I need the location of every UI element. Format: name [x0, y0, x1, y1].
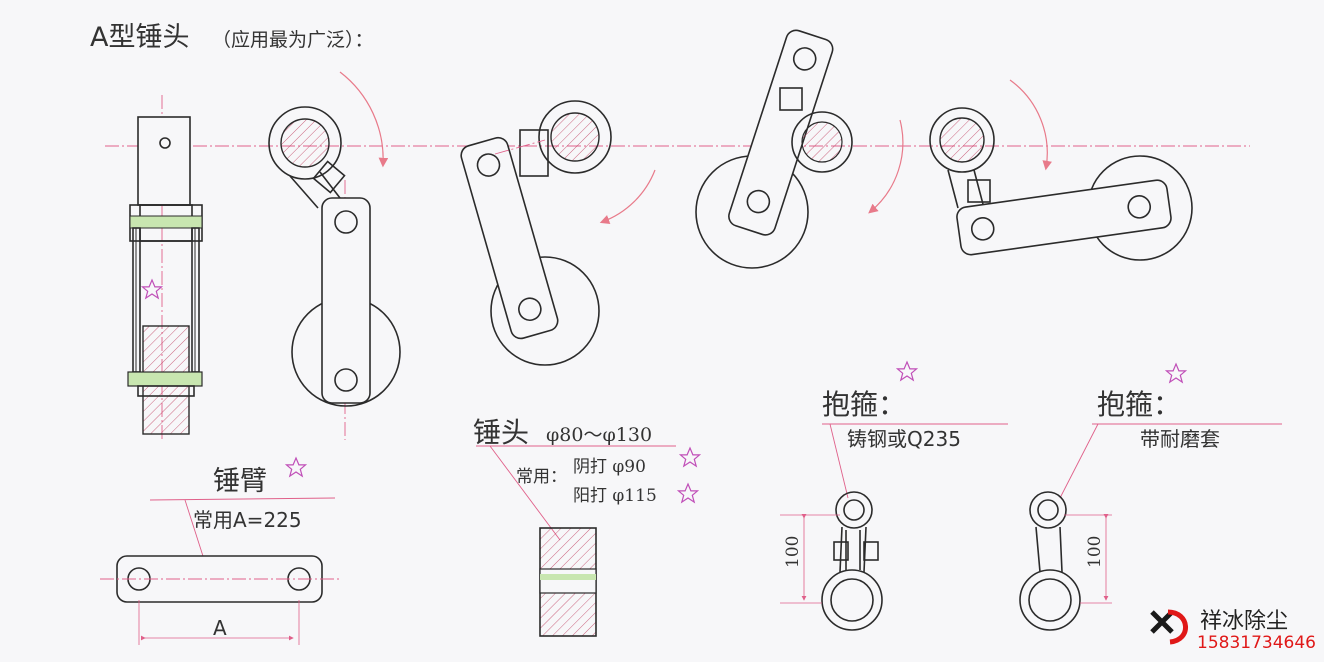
rotation-view-2: [460, 100, 656, 366]
logo-phone: 15831734646: [1197, 633, 1316, 653]
hammer-range: φ80～φ130: [546, 424, 652, 446]
hammer-male: 阳打 φ115: [573, 486, 657, 506]
hammer-head-detail: 锤头 φ80～φ130 常用： 阴打 φ90 阳打 φ115: [473, 416, 701, 637]
star-icon: [677, 483, 699, 503]
arm-heading: 锤臂: [213, 466, 267, 497]
hammer-heading: 锤头: [473, 416, 529, 449]
logo-name: 祥冰除尘: [1200, 609, 1288, 634]
clamp-left-heading: 抱箍：: [822, 388, 906, 421]
arm-note: 常用A=225: [193, 508, 302, 532]
clamp-left-dim: 100: [783, 536, 803, 568]
clamp-left-note: 铸钢或Q235: [847, 427, 961, 451]
star-icon: [679, 447, 701, 467]
rotation-view-3: [695, 29, 904, 269]
clamp-right-dim: 100: [1085, 536, 1105, 568]
clamp-left-detail: 抱箍： 铸钢或Q235 100: [780, 361, 1008, 631]
star-icon: [285, 457, 307, 477]
hammer-common-prefix: 常用：: [516, 467, 567, 487]
arm-detail: 锤臂 常用A=225 A: [100, 457, 340, 645]
clamp-right-note: 带耐磨套: [1140, 427, 1220, 451]
company-logo: 祥冰除尘 15831734646: [1150, 609, 1316, 653]
hammer-female: 阴打 φ90: [573, 457, 646, 477]
star-icon: [896, 361, 918, 381]
page-subtitle: （应用最为广泛）：: [212, 29, 374, 51]
front-view-hanging: [268, 71, 401, 440]
star-icon: [141, 279, 163, 299]
star-icon: [1165, 363, 1187, 383]
clamp-right-detail: 抱箍： 带耐磨套 100: [1019, 363, 1282, 631]
page-title: A型锤头: [90, 22, 189, 53]
rotation-view-4: [929, 79, 1193, 261]
clamp-right-heading: 抱箍：: [1097, 388, 1181, 421]
side-section-view: [127, 95, 203, 440]
arm-dim-label: A: [213, 616, 227, 640]
logo-mark-icon: [1150, 610, 1174, 634]
